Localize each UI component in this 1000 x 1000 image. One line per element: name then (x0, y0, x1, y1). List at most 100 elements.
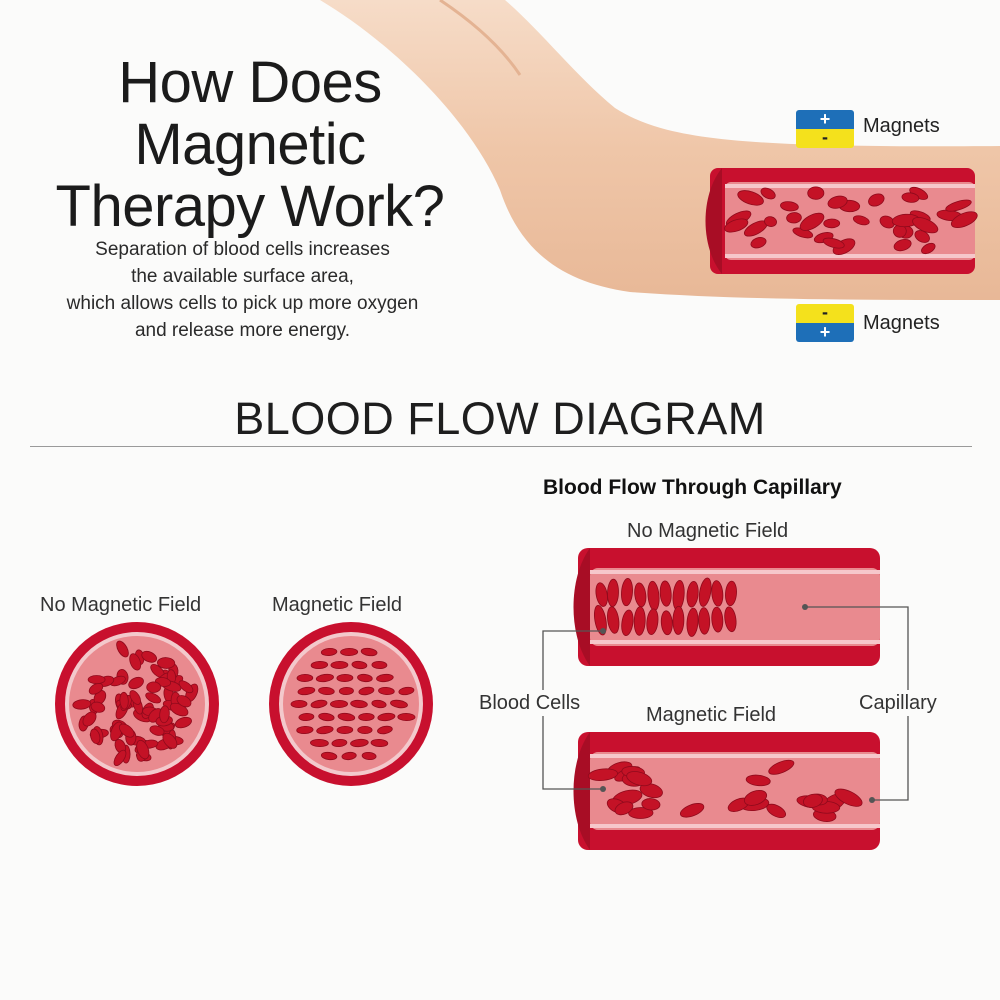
blood-cell (320, 751, 338, 761)
blood-cell (614, 801, 634, 816)
blood-cell (698, 577, 712, 607)
magnet-bottom-icon: - + (796, 303, 854, 342)
blood-cell (626, 771, 653, 787)
section-divider (30, 446, 972, 447)
blood-cell (357, 726, 373, 735)
blood-cell (737, 190, 764, 206)
blood-cell (336, 673, 354, 683)
blood-cell (341, 751, 357, 761)
bottom-vessel-label: Magnetic Field (646, 704, 777, 726)
blood-cell (331, 738, 348, 748)
blood-cell (786, 212, 802, 224)
description-line-1: Separation of blood cells increases (95, 239, 390, 260)
blood-cell (129, 653, 142, 671)
magnets-top-label: Magnets (863, 115, 940, 137)
top-vessel-label: No Magnetic Field (627, 520, 789, 542)
blood-cell (760, 187, 776, 200)
blood-cell (633, 606, 646, 636)
blood-cell (157, 657, 176, 669)
blood-cell (298, 712, 315, 722)
blood-cell (90, 701, 106, 713)
blood-cell (146, 681, 162, 693)
blood-cell (87, 675, 106, 685)
magnet-top-plus: + (796, 110, 854, 129)
blood-cell (621, 609, 634, 636)
blood-cell (660, 610, 673, 636)
page-title: How Does Magnetic Therapy Work? (0, 52, 500, 238)
blood-cell (914, 230, 930, 243)
magnet-top-icon: + - (796, 110, 854, 148)
blood-cell (686, 580, 699, 608)
blood-cell (799, 212, 825, 231)
blood-cell (725, 580, 737, 607)
capillary-bottom-spread-cells (587, 759, 863, 822)
blood-cell (698, 607, 711, 635)
cross-section-field (269, 622, 433, 786)
magnet-top-minus: - (796, 128, 854, 148)
capillary-top-vessel (573, 548, 880, 666)
blood-cell (360, 647, 378, 657)
blood-cell (371, 660, 388, 670)
blood-cell (90, 728, 101, 745)
capillary-top-clumped-cells (593, 577, 737, 637)
cross-section-label-no-field: No Magnetic Field (40, 594, 202, 616)
blood-cell (118, 723, 135, 738)
blood-cell (315, 673, 334, 683)
blood-cell (950, 211, 978, 229)
blood-cell (750, 237, 767, 249)
blood-cell (371, 699, 387, 709)
blood-cell (336, 725, 354, 735)
blood-cell (72, 699, 92, 710)
blood-cell (764, 216, 777, 227)
blood-cell (174, 716, 192, 729)
description-line-4: and release more energy. (134, 320, 351, 341)
blood-cell (679, 803, 705, 818)
blood-cell (822, 237, 845, 249)
blood-cell (593, 604, 607, 636)
blood-cell (621, 578, 633, 607)
blood-cell (639, 783, 663, 799)
cross-section-sparse-cells (290, 647, 416, 761)
blood-cell (398, 686, 415, 696)
blood-cell (350, 738, 369, 748)
blood-cell (296, 673, 314, 683)
blood-cell (159, 705, 170, 724)
blood-cell (711, 580, 724, 607)
leader-capillary-bottom (872, 716, 909, 801)
blood-cell (879, 215, 895, 229)
blood-cell (807, 186, 825, 200)
title-line-2: Magnetic (134, 112, 366, 177)
blood-cell (607, 606, 620, 634)
magnet-bottom-minus: - (796, 303, 854, 323)
blood-cell (711, 606, 724, 633)
leader-blood-cells-bottom (542, 716, 603, 790)
blood-cell (834, 788, 863, 807)
arm-blood-cells (724, 186, 978, 255)
blood-cell (768, 759, 795, 775)
blood-cell (672, 605, 685, 635)
blood-cell (316, 725, 334, 735)
blood-cell (361, 751, 377, 761)
blood-cell (921, 242, 936, 255)
blood-cell (297, 686, 316, 696)
blood-cell (397, 712, 416, 722)
blood-cell (318, 686, 335, 696)
blood-cell (351, 660, 368, 670)
capillary-bottom-vessel (573, 732, 880, 850)
blood-cell (330, 660, 349, 670)
description-line-3: which allows cells to pick up more oxyge… (66, 293, 419, 314)
blood-cell (176, 695, 192, 708)
blood-cell (377, 712, 396, 722)
blood-cell (378, 686, 395, 696)
leader-dot-blood-cells-bottom (600, 786, 606, 792)
blood-cell (337, 712, 356, 722)
magnet-bottom-plus: + (796, 323, 854, 342)
blood-cell (82, 711, 97, 727)
capillary-label: Capillary (859, 692, 937, 714)
blood-cell (340, 647, 359, 657)
blood-cell (178, 680, 194, 694)
blood-cell (358, 712, 375, 722)
blood-cell (141, 650, 157, 663)
